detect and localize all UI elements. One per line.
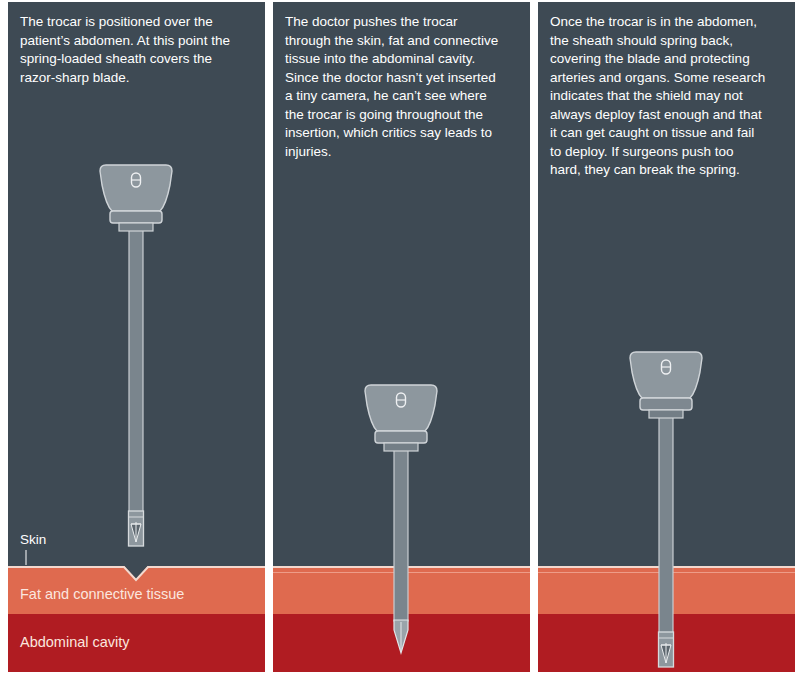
layer-label: Skin bbox=[20, 532, 46, 548]
step-panel: The trocar is positioned over the patien… bbox=[8, 2, 265, 672]
step-panel: The doctor pushes the trocar through the… bbox=[273, 2, 530, 672]
tissue-band: Fat and connective tissue bbox=[8, 566, 265, 614]
step-panel: Once the trocar is in the abdomen, the s… bbox=[538, 2, 795, 672]
layer-name: Abdominal cavity bbox=[8, 614, 265, 651]
skin-dent bbox=[116, 566, 156, 586]
step-description: Once the trocar is in the abdomen, the s… bbox=[538, 2, 780, 180]
step-description: The doctor pushes the trocar through the… bbox=[273, 2, 515, 161]
step-description: The trocar is positioned over the patien… bbox=[8, 2, 250, 87]
cavity-band: Abdominal cavity bbox=[8, 614, 265, 672]
layer-name: Fat and connective tissue bbox=[8, 568, 265, 603]
